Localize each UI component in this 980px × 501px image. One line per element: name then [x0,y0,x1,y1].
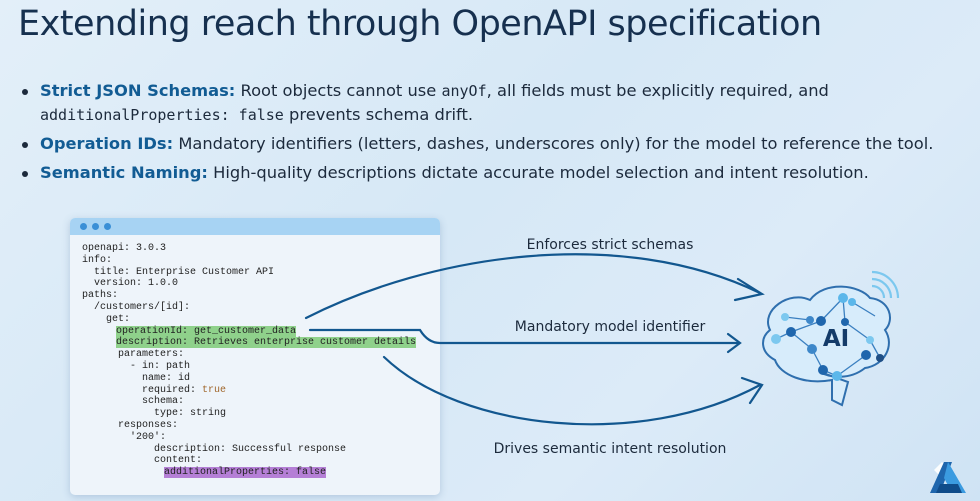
code-line: description: Successful response [118,443,347,455]
code-key: required: [142,384,203,396]
code-line: paths: [82,290,119,302]
page-title: Extending reach through OpenAPI specific… [18,4,822,44]
arrow-top [304,253,762,320]
arrow-top-head [733,277,765,302]
brain-label: AI [822,326,850,352]
arrow-bottom [382,355,762,426]
arrow-label-bottom: Drives semantic intent resolution [493,441,727,457]
code-line: content: [118,455,203,467]
bullet-text: High-quality descriptions dictate accura… [207,163,869,182]
operation-id-highlight: operationId: get_customer_data [116,325,297,337]
additional-properties-highlight: additionalProperties: false [164,467,327,479]
code-line: get: [82,313,131,325]
bullet-text: Mandatory identifiers (letters, dashes, … [173,134,934,153]
code-line: name: id [118,372,191,384]
inline-code: anyOf [441,82,487,100]
bullet-text: prevents schema drift. [283,105,474,124]
window-titlebar [70,218,440,235]
code-value: true [202,384,227,396]
bullet-strict-json-schemas: Strict JSON Schemas: Root objects cannot… [18,79,968,127]
bullet-semantic-naming: Semantic Naming: High-quality descriptio… [18,161,968,185]
bullet-text: Root objects cannot use [235,81,442,100]
bullet-list: Strict JSON Schemas: Root objects cannot… [18,79,968,190]
code-line: responses: [118,419,179,431]
code-line: - in: path [118,360,191,372]
yaml-code: openapi: 3.0.3 info: title: Enterprise C… [82,243,417,479]
bullet-label: Semantic Naming: [40,163,208,182]
window-dot-icon [80,223,87,230]
code-window: openapi: 3.0.3 info: title: Enterprise C… [70,218,440,495]
bullet-label: Strict JSON Schemas: [40,81,236,100]
arrow-bottom-head [740,376,764,405]
code-line: '200': [118,431,167,443]
code-line: title: Enterprise Customer API [82,266,275,278]
arrow-middle [308,328,740,345]
code-line: type: string [142,408,227,420]
code-line: openapi: 3.0.3 [82,243,167,254]
code-line: info: [82,254,113,266]
code-line: version: 1.0.0 [82,278,179,290]
azure-logo-icon [930,462,966,493]
description-highlight: description: Retrieves enterprise custom… [116,337,417,349]
window-dot-icon [92,223,99,230]
arrow-middle-head [726,332,742,354]
bullet-text: , all fields must be explicitly required… [486,81,829,100]
code-line: /customers/[id]: [82,301,191,313]
window-dot-icon [104,223,111,230]
bullet-label: Operation IDs: [40,134,174,153]
arrow-label-top: Enforces strict schemas [526,237,694,253]
inline-code: additionalProperties: false [40,106,284,124]
brain-ai-icon [762,270,900,407]
bullet-operation-ids: Operation IDs: Mandatory identifiers (le… [18,132,968,156]
code-line: schema: [142,396,185,408]
code-line: parameters: [118,349,185,361]
arrow-label-middle: Mandatory model identifier [514,319,706,335]
